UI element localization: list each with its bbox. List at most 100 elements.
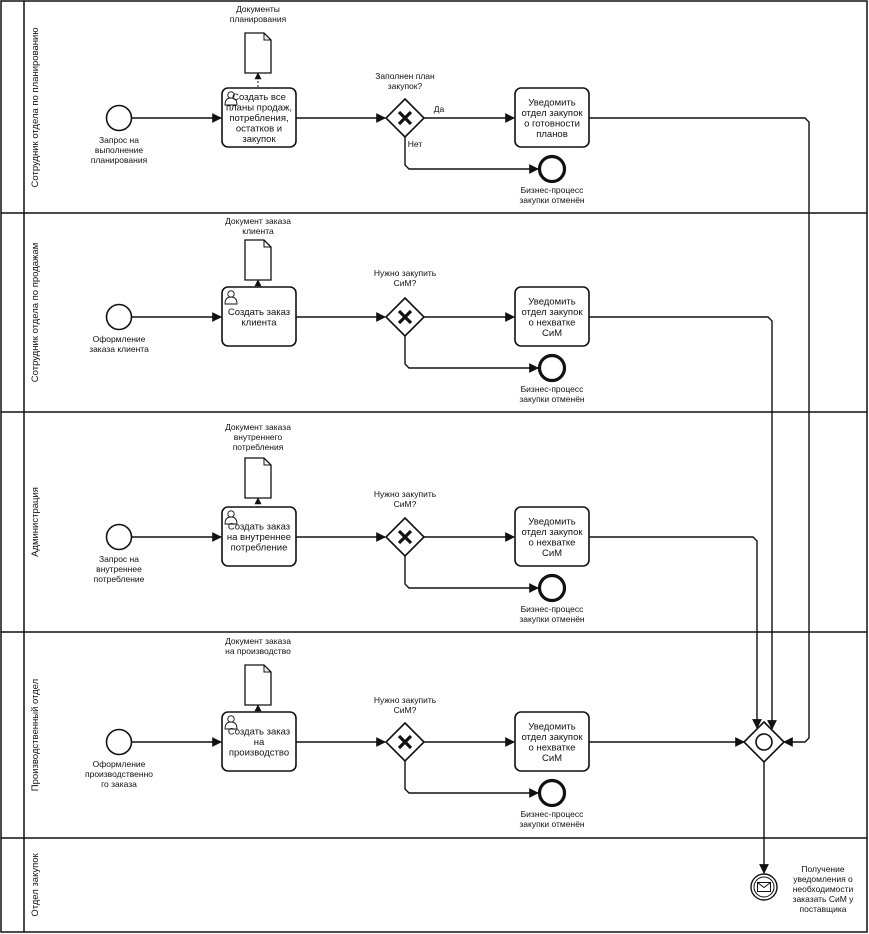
message-event-inner-ring xyxy=(753,876,775,898)
document-label-line: Документ заказа xyxy=(225,636,291,646)
no-label: Нет xyxy=(408,139,423,149)
task-notify xyxy=(514,506,590,567)
document-label-line: Документ заказа xyxy=(225,216,291,226)
document-icon xyxy=(244,239,272,281)
task-notify-label-line: СиМ xyxy=(542,328,562,339)
task-notify xyxy=(514,87,590,148)
document-label-line: клиента xyxy=(242,226,274,236)
user-icon-body xyxy=(224,721,238,730)
end-event xyxy=(537,778,567,808)
task-notify xyxy=(514,286,590,347)
lane-1-flows xyxy=(131,72,539,174)
end-event-label-line: Бизнес-процесс xyxy=(521,384,585,394)
task-create-label-line: клиента xyxy=(241,317,277,328)
task-create-label-line: планы продаж, xyxy=(226,103,292,114)
task-create-label-line: Создать заказ xyxy=(228,307,290,318)
user-icon xyxy=(224,290,238,305)
gateway-label-line: СиМ? xyxy=(394,705,417,715)
yes-label: Да xyxy=(434,104,445,114)
flows xyxy=(131,72,810,874)
end-event-label-line: закупки отменён xyxy=(519,614,585,624)
sequence-flow xyxy=(589,117,810,747)
task-notify-label-line: Уведомить xyxy=(528,516,576,527)
end-event-label-line: закупки отменён xyxy=(519,195,585,205)
message-event-label-line: уведомления о xyxy=(793,874,853,884)
document-icon xyxy=(244,664,272,706)
user-icon xyxy=(224,91,238,106)
task-create-label-line: остатков и xyxy=(236,124,282,135)
start-event-label-line: Запрос на xyxy=(99,135,139,145)
gateway-circle-icon xyxy=(755,733,773,751)
sequence-flow xyxy=(404,556,539,593)
task-create-label-line: производство xyxy=(229,748,289,759)
end-event-label-line: закупки отменён xyxy=(519,819,585,829)
task-notify-label-line: Уведомить xyxy=(528,721,576,732)
document-fold xyxy=(263,458,271,466)
document-icon xyxy=(244,457,272,499)
document-label-line: Документ заказа xyxy=(225,422,291,432)
gateway-x-icon xyxy=(397,734,413,750)
end-event-label-line: закупки отменён xyxy=(519,394,585,404)
document-label-line: потребления xyxy=(233,442,284,452)
task-notify-label-line: отдел закупок xyxy=(521,108,583,119)
user-icon-head xyxy=(227,510,235,518)
start-event xyxy=(105,523,133,551)
task-notify-label-line: отдел закупок xyxy=(521,307,583,318)
task-notify-label-line: Уведомить xyxy=(528,97,576,108)
user-icon-body xyxy=(224,296,238,305)
merge-gateway-group xyxy=(742,720,786,764)
task-notify-label-line: о нехватке xyxy=(529,742,576,753)
end-event xyxy=(537,154,567,184)
document-label-line: планирования xyxy=(230,14,287,24)
lane-title: Администрация xyxy=(30,487,41,557)
lane-3-flows xyxy=(131,497,539,593)
gateway-label-line: Нужно закупить xyxy=(374,268,437,278)
task-notify-label-line: Уведомить xyxy=(528,296,576,307)
gateway-x-icon xyxy=(397,110,413,126)
start-event-label-line: го заказа xyxy=(101,779,137,789)
start-event-label-line: планирования xyxy=(91,155,148,165)
task-notify-label-line: планов xyxy=(536,129,568,140)
task-notify-label-line: о готовности xyxy=(524,118,580,129)
document-label-line: на производство xyxy=(225,646,291,656)
lane-4-flows xyxy=(131,704,539,798)
sequence-flow xyxy=(589,316,777,730)
start-event-label-line: выполнение xyxy=(95,145,144,155)
gateway-label-line: Нужно закупить xyxy=(374,489,437,499)
lane-title: Сотрудник отдела по планированию xyxy=(30,28,41,188)
task-create-label-line: Создать все xyxy=(232,92,286,103)
task-create xyxy=(221,87,297,148)
document-label-line: Документы xyxy=(236,4,280,14)
end-event xyxy=(537,353,567,383)
gateway-x-icon xyxy=(397,529,413,545)
start-event xyxy=(105,104,133,132)
start-event-label-line: потребление xyxy=(94,574,145,584)
sequence-flow xyxy=(404,761,539,798)
document-fold xyxy=(263,240,271,248)
